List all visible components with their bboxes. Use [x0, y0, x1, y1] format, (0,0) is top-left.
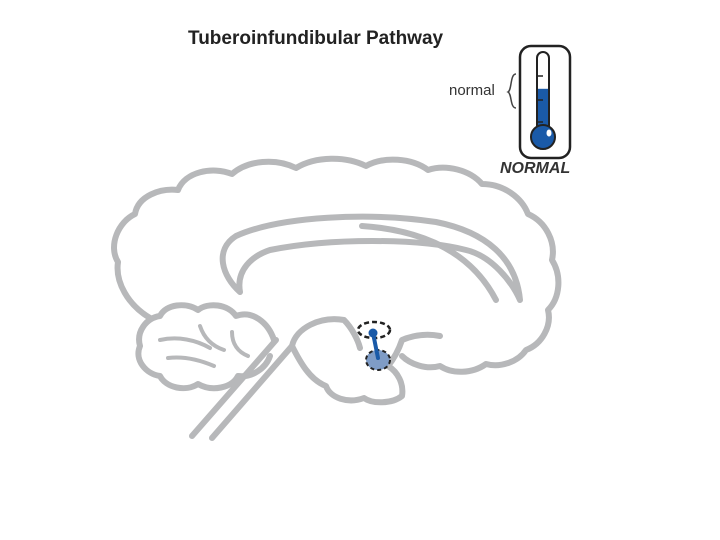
- pathway-neuron: [368, 328, 378, 338]
- cortex-outline: [111, 155, 562, 375]
- thalamus-region: [289, 316, 406, 406]
- diagram-title: Tuberoinfundibular Pathway: [188, 28, 444, 49]
- thermometer-ticks: [537, 75, 543, 123]
- brain-outline: [111, 155, 562, 441]
- thermometer-state-label: NORMAL: [500, 160, 571, 177]
- corpus-callosum: [219, 213, 523, 303]
- thermometer-icon: [506, 44, 572, 160]
- hypothalamus-outline: [385, 331, 443, 369]
- thermometer-bulb: [530, 124, 556, 150]
- pathway: [356, 320, 392, 371]
- cerebellum-folia: [158, 324, 250, 368]
- thermometer-fill: [538, 88, 548, 138]
- thermometer-bulb-shine: [546, 129, 552, 137]
- thermometer-range-label: normal: [449, 82, 495, 99]
- cerebellum: [135, 302, 277, 392]
- fornix: [359, 223, 499, 303]
- normal-range-brace: [506, 73, 517, 109]
- brainstem: [189, 337, 295, 441]
